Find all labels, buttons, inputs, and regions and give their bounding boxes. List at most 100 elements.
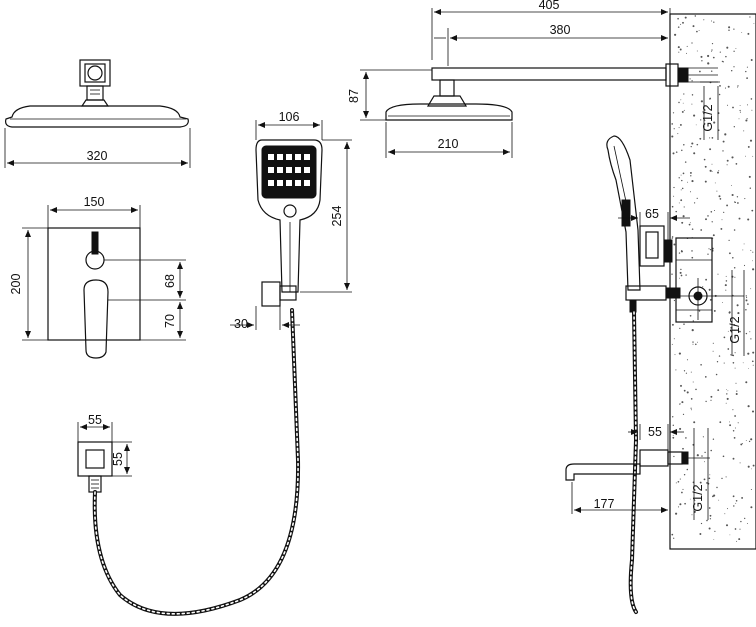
wall-speckle bbox=[678, 51, 680, 53]
wall-speckle bbox=[696, 197, 698, 200]
wall-speckle bbox=[745, 70, 747, 73]
wall-speckle bbox=[680, 199, 683, 202]
wall-speckle bbox=[751, 468, 752, 470]
dim-arm-length: 380 bbox=[550, 23, 571, 37]
wall-speckle bbox=[728, 29, 730, 31]
wall-speckle bbox=[677, 17, 679, 20]
wall-speckle bbox=[677, 506, 680, 508]
wall-speckle bbox=[726, 393, 728, 395]
wall-speckle bbox=[671, 533, 674, 536]
wall-speckle bbox=[711, 43, 714, 45]
wall-speckle bbox=[678, 177, 680, 179]
wall-speckle bbox=[735, 48, 737, 50]
wall-speckle bbox=[747, 352, 750, 355]
wall-speckle bbox=[753, 23, 755, 24]
wall-speckle bbox=[675, 512, 678, 515]
wall-speckle bbox=[708, 248, 710, 250]
nozzle bbox=[277, 154, 283, 160]
wall-speckle bbox=[707, 215, 709, 217]
wall-speckle bbox=[691, 256, 694, 259]
wall-speckle bbox=[673, 299, 676, 302]
dim-side-outlet-depth: 55 bbox=[648, 425, 662, 439]
wall-speckle bbox=[707, 54, 710, 58]
dim-thread-bottom: G1/2 bbox=[691, 484, 705, 511]
wall-speckle bbox=[681, 110, 684, 113]
wall-speckle bbox=[724, 513, 726, 515]
wall-speckle bbox=[739, 111, 741, 113]
wall-speckle bbox=[746, 523, 748, 524]
wall-speckle bbox=[726, 104, 729, 106]
wall-speckle bbox=[677, 480, 680, 483]
wall-section bbox=[669, 13, 756, 550]
wall-speckle bbox=[747, 465, 750, 468]
wall-speckle bbox=[727, 85, 730, 88]
wall-speckle bbox=[682, 21, 684, 24]
wall-speckle bbox=[712, 234, 715, 237]
wall-speckle bbox=[699, 481, 702, 484]
wall-speckle bbox=[732, 257, 734, 259]
wall-speckle bbox=[721, 301, 723, 303]
wall-speckle bbox=[673, 243, 676, 246]
wall-outlet-front-view bbox=[77, 422, 132, 493]
wall-speckle bbox=[700, 55, 703, 58]
wall-speckle bbox=[725, 402, 727, 404]
wall-speckle bbox=[682, 447, 684, 450]
wall-speckle bbox=[713, 309, 716, 312]
dim-side-mixer-depth: 65 bbox=[645, 207, 659, 221]
wall-speckle bbox=[675, 369, 677, 371]
wall-speckle bbox=[680, 174, 682, 176]
wall-speckle bbox=[722, 150, 724, 152]
wall-speckle bbox=[742, 362, 744, 364]
wall-speckle bbox=[742, 249, 744, 251]
wall-speckle bbox=[708, 507, 711, 509]
wall-speckle bbox=[721, 477, 723, 480]
wall-speckle bbox=[713, 539, 715, 541]
wall-speckle bbox=[675, 151, 678, 153]
wall-speckle bbox=[673, 537, 675, 539]
wall-speckle bbox=[678, 352, 681, 355]
wall-speckle bbox=[681, 149, 683, 152]
wall-speckle bbox=[682, 215, 685, 218]
wall-speckle bbox=[733, 66, 735, 68]
mixer-side-view bbox=[606, 135, 745, 614]
wall-speckle bbox=[738, 538, 741, 541]
wall-speckle bbox=[691, 42, 693, 44]
wall-speckle bbox=[685, 437, 687, 439]
wall-speckle bbox=[729, 421, 730, 423]
wall-speckle bbox=[699, 70, 701, 73]
wall-speckle bbox=[690, 398, 693, 400]
wall-speckle bbox=[679, 271, 682, 274]
shower-arm-side-view bbox=[360, 8, 720, 158]
wall-speckle bbox=[706, 519, 708, 522]
wall-speckle bbox=[725, 55, 727, 58]
wall-speckle bbox=[705, 489, 707, 491]
wall-speckle bbox=[743, 130, 745, 132]
wall-speckle bbox=[691, 514, 693, 516]
dim-spout-reach: 177 bbox=[594, 497, 615, 511]
wall-speckle bbox=[696, 50, 698, 52]
wall-speckle bbox=[718, 499, 720, 501]
wall-speckle bbox=[724, 133, 727, 136]
wall-speckle bbox=[693, 114, 696, 117]
wall-speckle bbox=[711, 221, 713, 223]
wall-speckle bbox=[691, 228, 694, 230]
wall-speckle bbox=[733, 50, 735, 52]
wall-speckle bbox=[692, 381, 694, 383]
wall-speckle bbox=[683, 389, 686, 392]
wall-speckle bbox=[671, 273, 673, 275]
wall-speckle bbox=[722, 455, 725, 458]
wall-speckle bbox=[696, 341, 698, 343]
wall-speckle bbox=[711, 171, 713, 173]
wall-speckle bbox=[732, 362, 735, 364]
wall-speckle bbox=[675, 482, 677, 484]
dim-arm-total: 405 bbox=[539, 0, 560, 12]
wall-speckle bbox=[739, 104, 741, 106]
wall-speckle bbox=[702, 286, 704, 288]
wall-speckle bbox=[708, 527, 711, 530]
wall-speckle bbox=[711, 137, 714, 139]
wall-speckle bbox=[689, 171, 692, 174]
wall-speckle bbox=[671, 343, 673, 345]
wall-speckle bbox=[737, 312, 740, 315]
wall-speckle bbox=[691, 103, 693, 105]
wall-speckle bbox=[681, 179, 683, 182]
